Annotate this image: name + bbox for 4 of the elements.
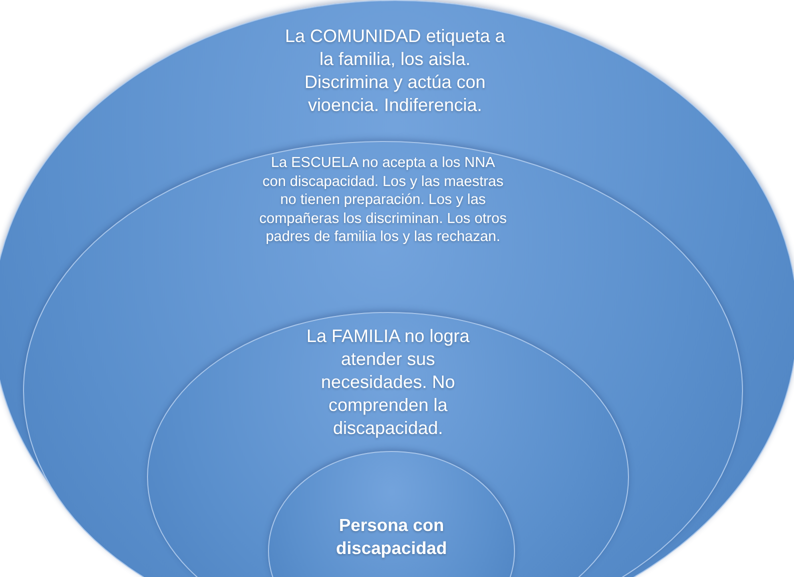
ellipse-text: Persona con discapacidad: [335, 514, 448, 560]
ellipse-text: La FAMILIA no logra atender sus necesidades. No comprenden la discapacidad.: [305, 325, 471, 440]
ellipse-text: La ESCUELA no acepta a los NNA con discapacidad. Los y las maestras no tienen preparación. Los y las compañeras los discriminan. Los otros padres de familia los y las rechazan.: [258, 154, 508, 246]
ellipse-text: La COMUNIDAD etiqueta a la familia, los aisla. Discrimina y actúa con vioencia. Indiferencia.: [284, 25, 506, 117]
